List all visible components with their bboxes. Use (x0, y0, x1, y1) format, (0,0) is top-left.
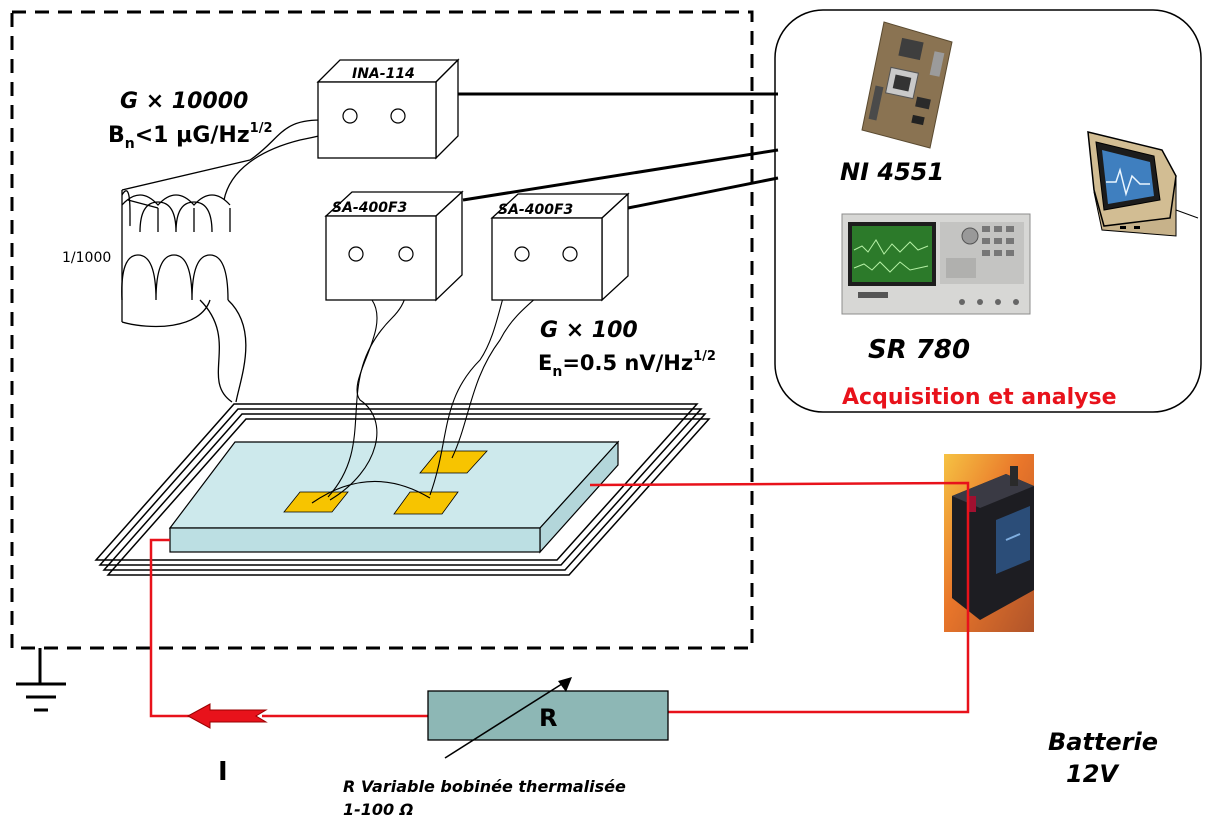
ina-box-label: INA-114 (352, 66, 415, 82)
sa-box-1-label: SA-400F3 (332, 200, 407, 216)
transformer-ratio-label: 1/1000 (62, 250, 111, 266)
sa-400f3-box-2 (490, 192, 630, 302)
resistor-desc-line2: 1-100 Ω (343, 800, 413, 819)
acquisition-label: Acquisition et analyse (842, 385, 1117, 410)
resistor-label: R (539, 704, 557, 732)
ni-card-label: NI 4551 (840, 158, 944, 186)
computer-monitor-icon (1087, 131, 1199, 237)
pad-3 (419, 450, 488, 474)
sa-gain-label: G × 100 (540, 318, 638, 343)
current-loop (149, 481, 970, 718)
resistor-body (427, 690, 669, 741)
variable-arrow-head (558, 677, 572, 692)
sa2-signal-line (627, 176, 779, 210)
current-arrow-icon (186, 703, 268, 729)
ina-114-box (316, 58, 460, 160)
sample-slab (168, 440, 620, 554)
coil-layers (94, 403, 711, 576)
sr-analyzer-label: SR 780 (868, 335, 970, 365)
car-battery-icon (944, 454, 1034, 632)
spectrum-analyzer-icon (841, 213, 1031, 315)
sa1-signal-line (462, 148, 779, 202)
variable-arrow (444, 681, 566, 759)
battery-label-line2: 12V (1066, 760, 1120, 788)
ground-symbol-icon (16, 648, 66, 712)
pad-2 (393, 491, 459, 515)
battery-label-line1: Batterie (1048, 728, 1158, 756)
current-label: I (218, 757, 228, 787)
sa-box-2-label: SA-400F3 (498, 202, 573, 218)
resistor-desc-line1: R Variable bobinée thermalisée (343, 777, 626, 796)
ina-gain-label: G × 10000 (120, 89, 248, 114)
sa-400f3-box-1 (324, 190, 464, 302)
sa-noise-label: En=0.5 nV/Hz1/2 (538, 349, 716, 380)
ina-noise-label: Bn<1 µG/Hz1/2 (108, 121, 273, 152)
shield-enclosure (10, 10, 754, 650)
circuit-board-icon (861, 21, 953, 149)
